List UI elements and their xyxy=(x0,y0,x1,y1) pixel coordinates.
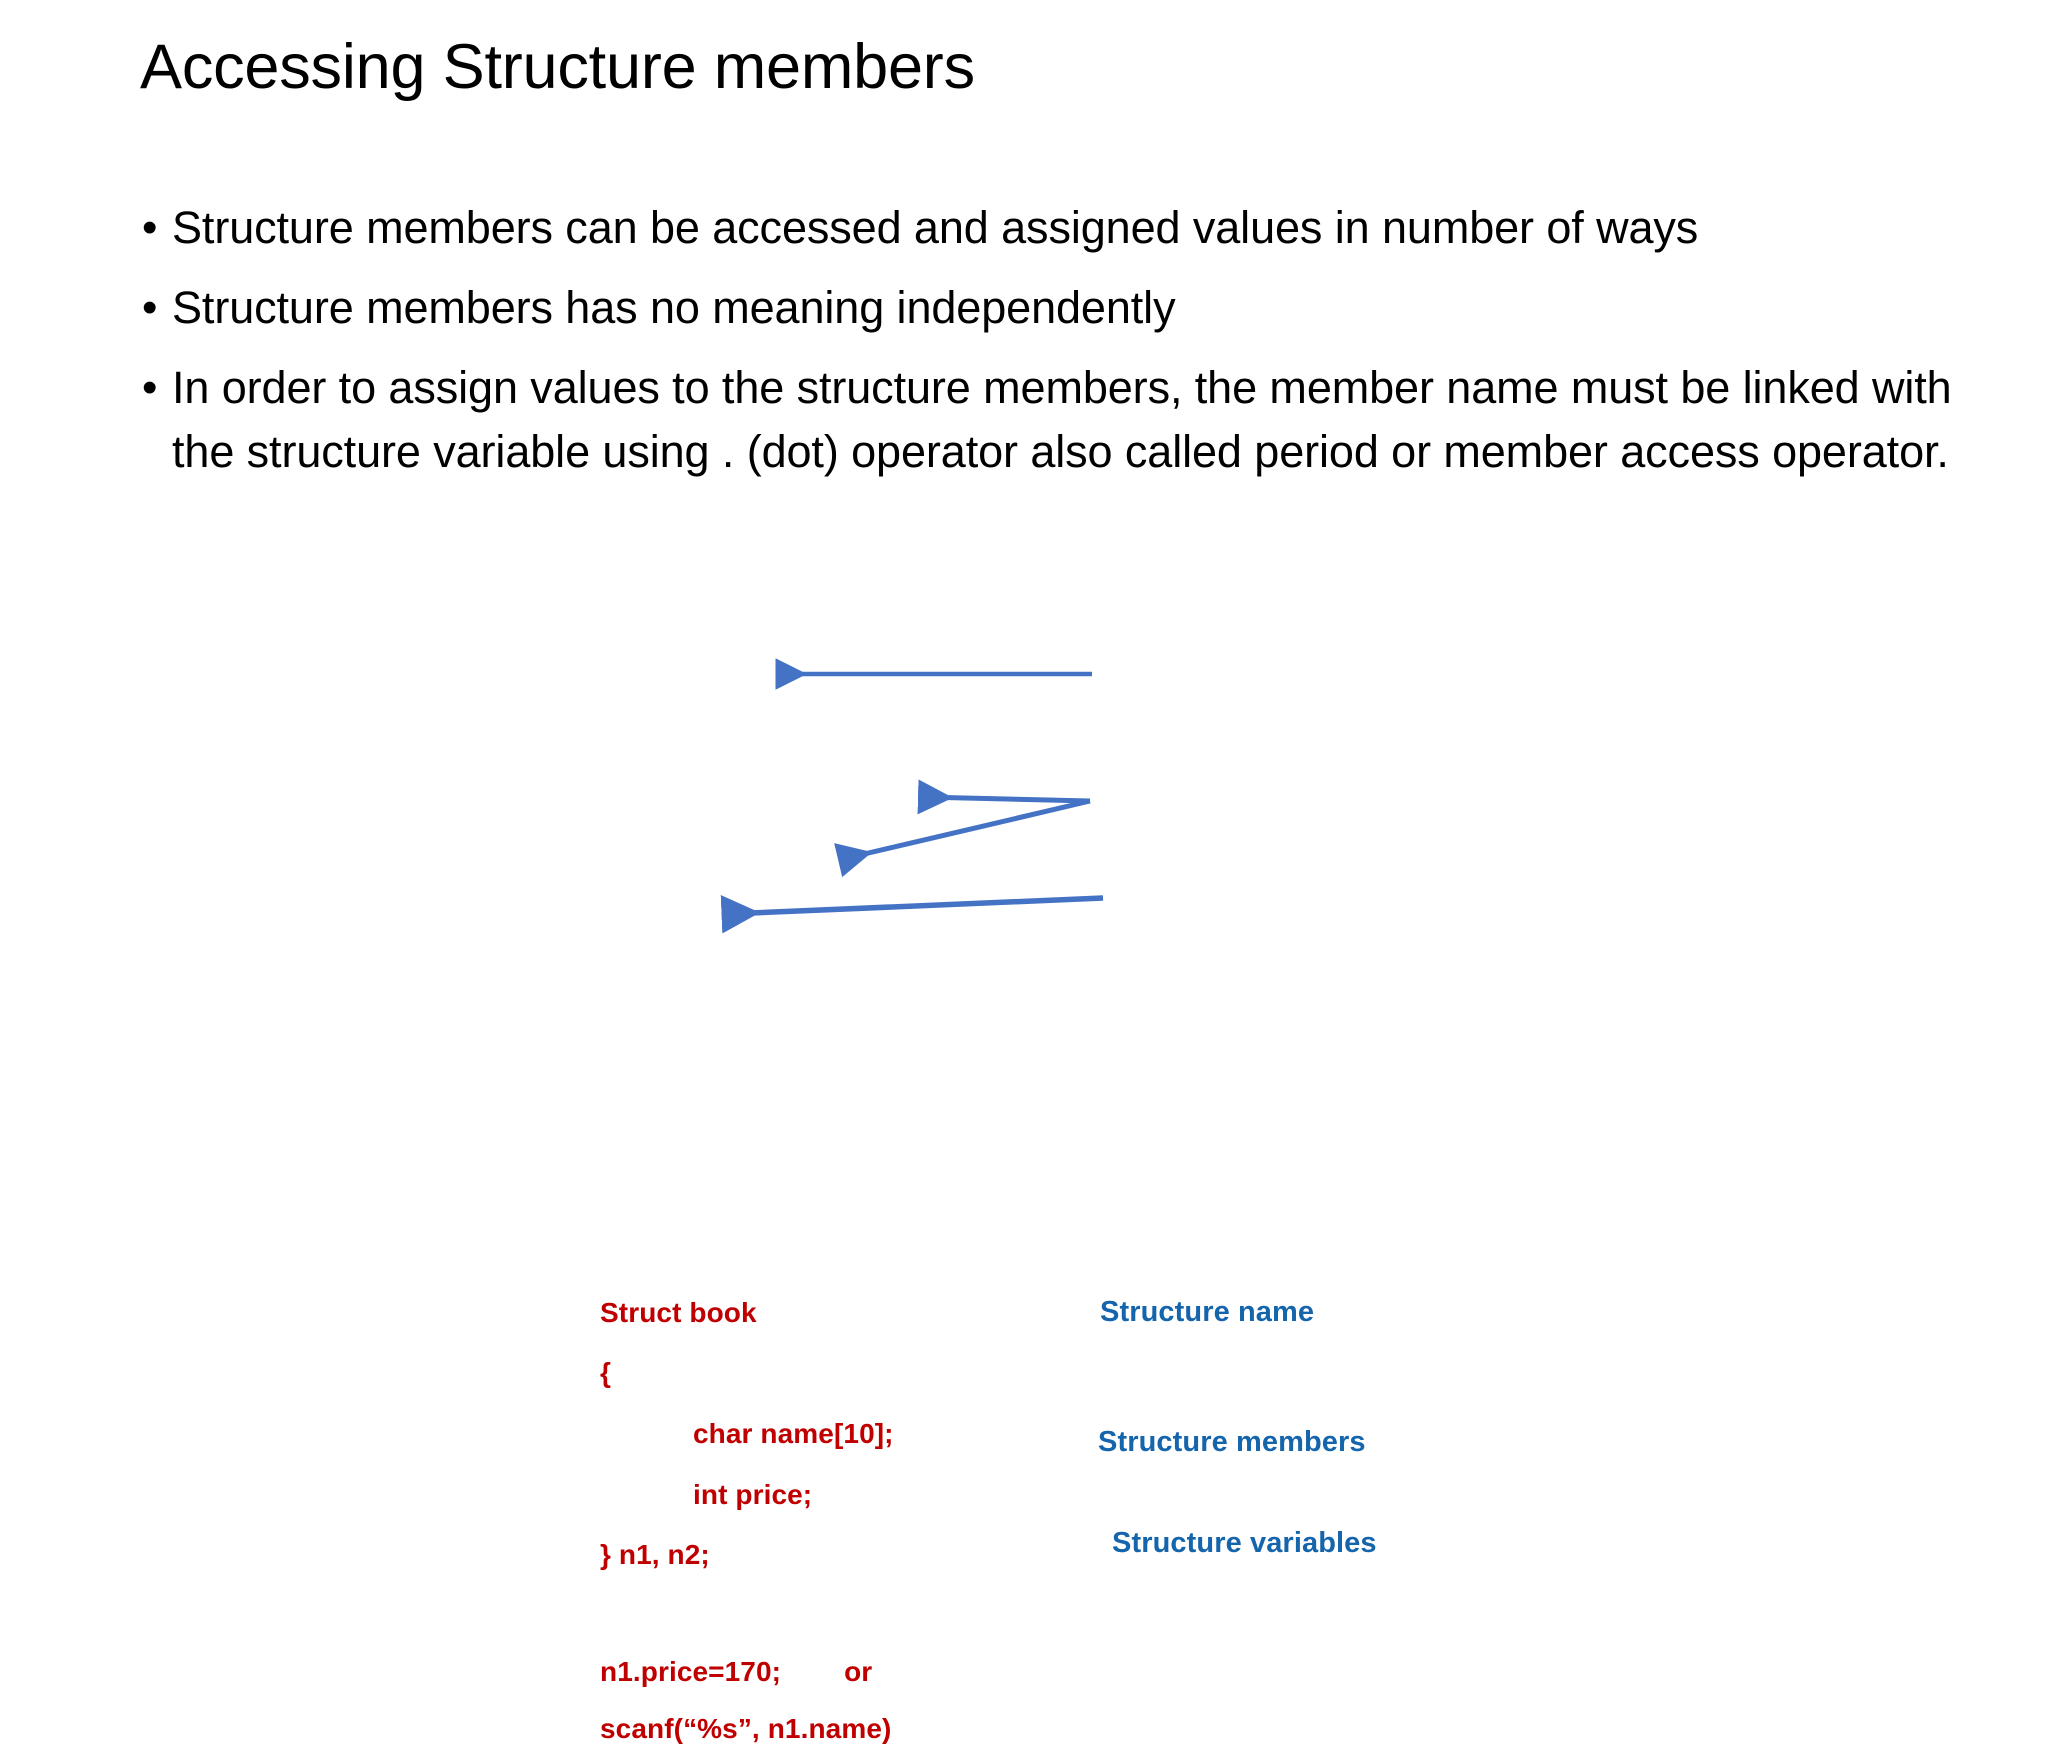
code-line-member-price: int price; xyxy=(693,1479,813,1510)
list-item-text: Structure members has no meaning indepen… xyxy=(172,282,1176,333)
callout-label-structure-members: Structure members xyxy=(1098,1426,1366,1458)
bullet-marker-icon: • xyxy=(142,203,158,252)
list-item: • Structure members has no meaning indep… xyxy=(136,276,2016,340)
code-line-assignment: n1.price=170; or xyxy=(600,1656,873,1687)
page-title: Accessing Structure members xyxy=(140,32,975,102)
bullet-marker-icon: • xyxy=(142,283,158,332)
list-item: • In order to assign values to the struc… xyxy=(136,356,2016,484)
slide-canvas: Accessing Structure members • Structure … xyxy=(0,32,2048,1744)
list-item-text: Structure members can be accessed and as… xyxy=(172,202,1699,253)
callout-label-structure-variables: Structure variables xyxy=(1112,1527,1377,1559)
bullet-list: • Structure members can be accessed and … xyxy=(136,196,2016,500)
code-line-member-name: char name[10]; xyxy=(693,1418,894,1449)
structure-code-diagram: Struct book { char name[10]; int price; … xyxy=(0,640,2048,1744)
bullet-marker-icon: • xyxy=(142,363,158,412)
callout-label-structure-name: Structure name xyxy=(1100,1296,1315,1328)
code-line-close-brace-variables: } n1, n2; xyxy=(600,1539,710,1570)
list-item: • Structure members can be accessed and … xyxy=(136,196,2016,260)
code-line-struct-declaration: Struct book xyxy=(600,1297,757,1328)
list-item-text: In order to assign values to the structu… xyxy=(172,362,1952,477)
code-line-scanf: scanf(“%s”, n1.name) xyxy=(600,1713,892,1744)
code-line-open-brace: { xyxy=(600,1357,611,1388)
